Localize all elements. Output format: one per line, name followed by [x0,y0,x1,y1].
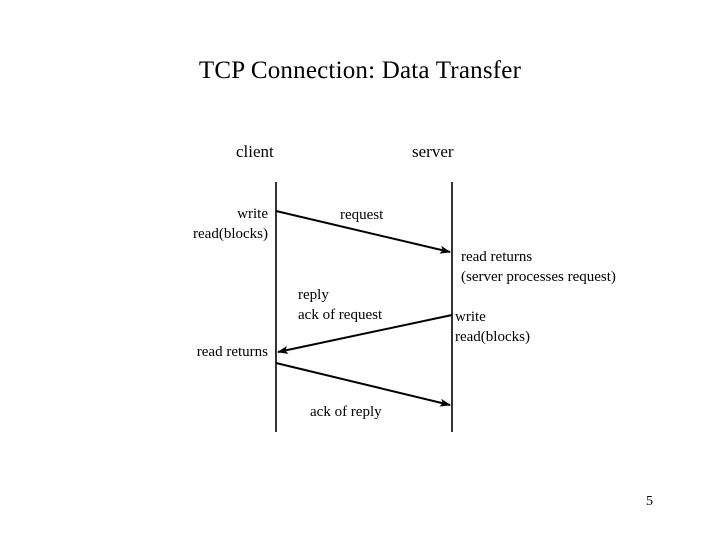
annotation-server-write-line2: read(blocks) [455,329,530,345]
message-arrow-ack-of-reply [275,362,451,407]
annotation-ack-of-reply: ack of reply [310,404,382,420]
annotation-server-write-line1: write [455,309,486,325]
annotation-server-write: write read(blocks) [455,307,530,347]
annotation-reply-line2: ack of request [298,307,383,323]
column-header-client: client [236,142,274,161]
annotation-server-read-returns-line2: (server processes request) [461,269,616,285]
column-header-server: server [412,142,454,161]
annotation-client-write: write read(blocks) [193,204,268,244]
annotation-client-write-line2: read(blocks) [193,226,268,242]
annotation-client-write-line1: write [237,206,268,222]
annotation-server-read-returns: read returns (server processes request) [461,247,616,287]
annotation-request-label: request [340,207,384,223]
annotation-client-read-returns-line1: read returns [196,344,268,360]
annotation-reply-line1: reply [298,287,329,303]
message-arrow-ack-of-request [277,314,453,354]
page-title: TCP Connection: Data Transfer [198,57,522,84]
message-arrow-request [275,210,451,254]
annotation-client-read-returns: read returns [197,342,268,362]
page-number: 5 [646,494,653,509]
annotation-reply-block: reply ack of request [298,285,382,325]
annotation-server-read-returns-line1: read returns [461,249,533,265]
